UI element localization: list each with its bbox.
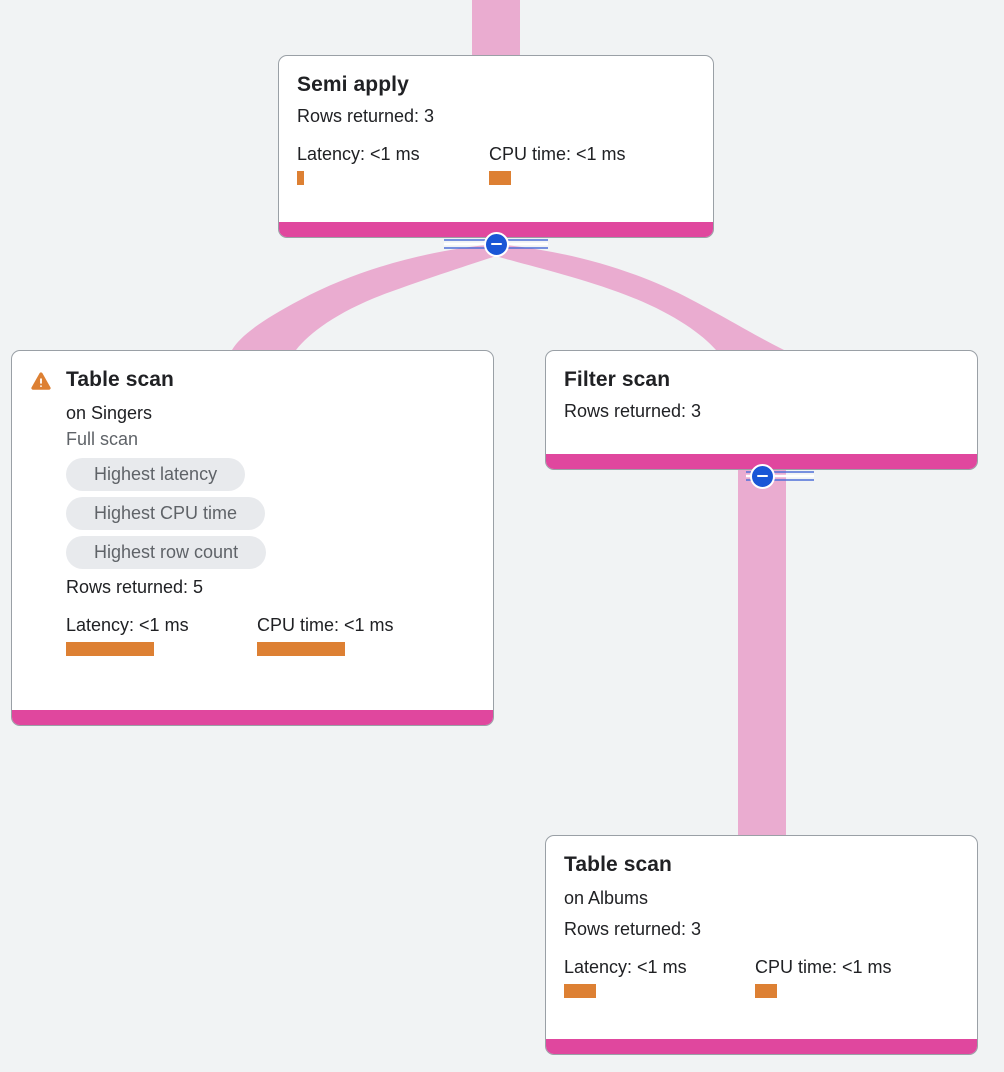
metric-cpu-time-bar: [755, 984, 777, 998]
metric-latency: Latency: <1 ms: [66, 614, 257, 656]
metric-latency-bar: [66, 642, 154, 656]
minus-circle-icon[interactable]: [749, 463, 775, 489]
rows-returned-label: Rows returned: 3: [564, 919, 702, 939]
collapse-rails: [746, 471, 814, 481]
chip-highest-row-count[interactable]: Highest row count: [66, 536, 267, 569]
node-body-filter-scan: Filter scan Rows returned: 3: [546, 351, 977, 454]
edge-ribbon-root-in: [472, 0, 520, 57]
node-body-table-scan-albums: Table scan on Albums Rows returned: 3 La…: [546, 836, 977, 1039]
node-footer-bar: [546, 454, 977, 469]
minus-circle-icon[interactable]: [483, 231, 509, 257]
node-subtitle: on Albums: [564, 888, 649, 908]
node-title-row-table-scan-singers: Table scan: [30, 367, 475, 393]
node-details-table-scan-singers: on Singers Full scan Highest latency Hig…: [66, 400, 475, 656]
metric-cpu-time-label: CPU time: <1 ms: [489, 144, 626, 164]
node-metrics-table-scan-albums: Latency: <1 ms CPU time: <1 ms: [564, 956, 959, 998]
node-footer-bar: [12, 710, 493, 725]
node-scan-type: Full scan: [66, 429, 139, 449]
node-metrics-semi-apply: Latency: <1 ms CPU time: <1 ms: [297, 143, 695, 185]
metric-cpu-time-bar: [257, 642, 345, 656]
collapse-toggle-semi-apply[interactable]: [444, 231, 548, 257]
metric-latency: Latency: <1 ms: [297, 143, 489, 185]
edge-ribbon-to-filter-scan: [496, 244, 784, 350]
rows-returned-label: Rows returned: 3: [564, 401, 702, 421]
chip-highest-cpu-time[interactable]: Highest CPU time: [66, 497, 266, 530]
rows-returned-label: Rows returned: 5: [66, 577, 204, 597]
node-card-filter-scan[interactable]: Filter scan Rows returned: 3: [545, 350, 978, 470]
metric-cpu-time-bar: [489, 171, 511, 185]
metric-latency: Latency: <1 ms: [564, 956, 755, 998]
warning-triangle-icon: [31, 372, 51, 390]
node-card-table-scan-singers[interactable]: Table scan on Singers Full scan Highest …: [11, 350, 494, 726]
metric-cpu-time-label: CPU time: <1 ms: [755, 957, 892, 977]
edge-ribbon-to-table-scan-albums: [738, 470, 786, 838]
collapse-toggle-filter-scan[interactable]: [728, 463, 814, 489]
node-title: Filter scan: [564, 368, 671, 391]
node-title: Semi apply: [297, 73, 409, 96]
node-title-row-table-scan-albums: Table scan: [564, 852, 959, 878]
rows-returned-label: Rows returned: 3: [297, 106, 435, 126]
chip-highest-latency[interactable]: Highest latency: [66, 458, 246, 491]
node-footer-bar: [279, 222, 713, 237]
metric-latency-label: Latency: <1 ms: [66, 615, 189, 635]
node-subtitle: on Singers: [66, 403, 153, 423]
node-metrics-table-scan-singers: Latency: <1 ms CPU time: <1 ms: [66, 614, 475, 656]
metric-latency-bar: [297, 171, 304, 185]
node-body-table-scan-singers: Table scan on Singers Full scan Highest …: [12, 351, 493, 710]
node-title: Table scan: [564, 853, 672, 876]
node-footer-bar: [546, 1039, 977, 1054]
node-chip-list: Highest latency Highest CPU time Highest…: [66, 458, 475, 569]
metric-cpu-time-label: CPU time: <1 ms: [257, 615, 394, 635]
metric-cpu-time: CPU time: <1 ms: [257, 614, 394, 656]
node-title-row-semi-apply: Semi apply: [297, 72, 695, 98]
metric-cpu-time: CPU time: <1 ms: [489, 143, 626, 185]
node-body-semi-apply: Semi apply Rows returned: 3 Latency: <1 …: [279, 56, 713, 222]
metric-latency-label: Latency: <1 ms: [297, 144, 420, 164]
metric-latency-bar: [564, 984, 596, 998]
edge-ribbon-to-table-scan-singers: [232, 244, 496, 350]
node-title: Table scan: [66, 368, 174, 391]
node-card-semi-apply[interactable]: Semi apply Rows returned: 3 Latency: <1 …: [278, 55, 714, 238]
metric-cpu-time: CPU time: <1 ms: [755, 956, 892, 998]
node-card-table-scan-albums[interactable]: Table scan on Albums Rows returned: 3 La…: [545, 835, 978, 1055]
metric-latency-label: Latency: <1 ms: [564, 957, 687, 977]
node-title-row-filter-scan: Filter scan: [564, 367, 959, 393]
